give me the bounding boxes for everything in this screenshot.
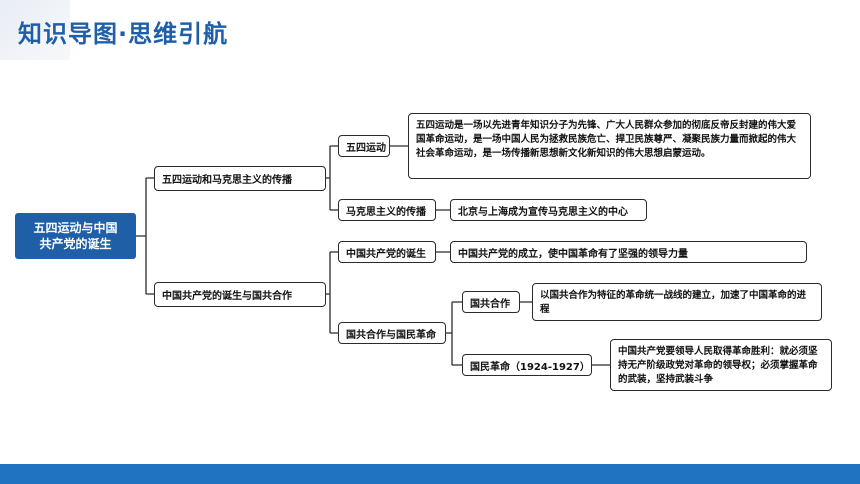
bottom-bar xyxy=(0,464,860,484)
node-cooperation-revolution: 国共合作与国民革命 xyxy=(338,322,446,344)
node-marxism-spread: 马克思主义的传播 xyxy=(338,199,436,221)
node-national-revolution: 国民革命（1924-1927） xyxy=(462,354,592,376)
node-kmt-cpc-cooperation: 国共合作 xyxy=(462,291,520,313)
page-title: 知识导图·思维引航 xyxy=(18,20,229,48)
detail-marxism-spread: 北京与上海成为宣传马克思主义的中心 xyxy=(450,199,647,221)
detail-cpc-founding: 中国共产党的成立，使中国革命有了坚强的领导力量 xyxy=(450,241,807,263)
title-band xyxy=(0,0,70,60)
detail-national-revolution: 中国共产党要领导人民取得革命胜利：就必须坚持无产阶级政党对革命的领导权；必须掌握… xyxy=(610,339,832,391)
node-may-fourth-movement: 五四运动 xyxy=(338,135,390,157)
root-node: 五四运动与中国共产党的诞生 xyxy=(15,213,136,259)
detail-kmt-cpc-cooperation: 以国共合作为特征的革命统一战线的建立，加速了中国革命的进程 xyxy=(532,283,822,321)
branch-cpc-kmt-cooperation: 中国共产党的诞生与国共合作 xyxy=(154,282,326,307)
detail-may-fourth-movement: 五四运动是一场以先进青年知识分子为先锋、广大人民群众参加的彻底反帝反封建的伟大爱… xyxy=(408,113,811,179)
branch-may-fourth-marxism: 五四运动和马克思主义的传播 xyxy=(154,166,326,191)
node-cpc-founding: 中国共产党的诞生 xyxy=(338,241,436,263)
